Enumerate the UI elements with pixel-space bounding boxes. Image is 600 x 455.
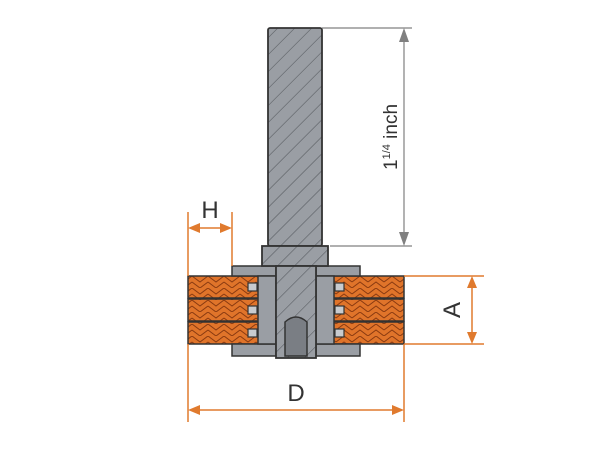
dimension-d: D [187,344,405,422]
dimension-a: A [404,275,484,345]
dimension-h: H [187,197,233,276]
brush-hub [231,265,361,357]
dimension-shank-length: 11/4 inch [322,27,412,247]
h-label: H [201,197,218,224]
centre-pin [284,316,308,357]
d-label: D [287,380,304,407]
shank [261,27,329,359]
shank-length-label: 11/4 inch [381,104,402,170]
a-label: A [439,302,466,318]
